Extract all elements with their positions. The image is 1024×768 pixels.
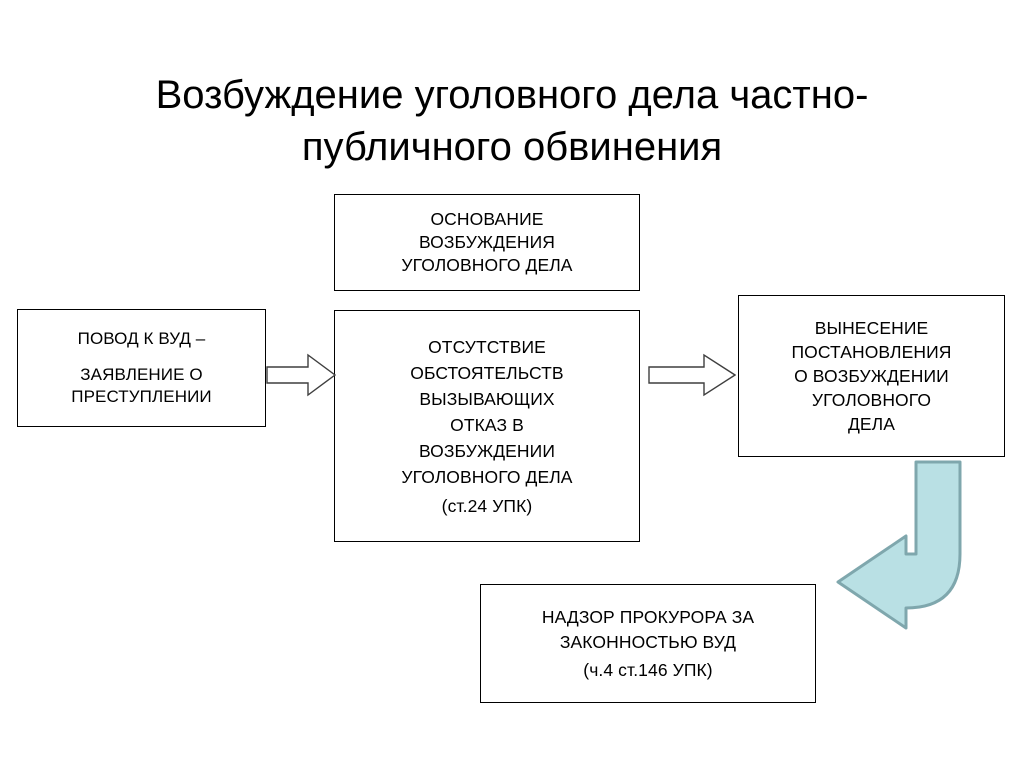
page-title: Возбуждение уголовного дела частно- публ… bbox=[155, 72, 869, 169]
node-decision[interactable]: ВЫНЕСЕНИЕ ПОСТАНОВЛЕНИЯ О ВОЗБУЖДЕНИИ УГ… bbox=[738, 295, 1005, 457]
node-absence[interactable]: ОТСУТСТВИЕ ОБСТОЯТЕЛЬСТВ ВЫЗЫВАЮЩИХ ОТКА… bbox=[334, 310, 640, 542]
node-absence-text-citation: (ст.24 УПК) bbox=[441, 495, 533, 516]
node-reason-text-secondary: ЗАЯВЛЕНИЕ О ПРЕСТУПЛЕНИИ bbox=[71, 365, 212, 406]
right-block-arrow-icon bbox=[648, 353, 736, 397]
right-block-arrow-icon bbox=[266, 353, 336, 397]
curved-down-left-arrow-icon bbox=[836, 460, 962, 630]
node-absence-text-primary: ОТСУТСТВИЕ ОБСТОЯТЕЛЬСТВ ВЫЗЫВАЮЩИХ ОТКА… bbox=[401, 336, 573, 487]
node-basis-text: ОСНОВАНИЕ ВОЗБУЖДЕНИЯ УГОЛОВНОГО ДЕЛА bbox=[401, 209, 573, 275]
node-oversight-text-citation: (ч.4 ст.146 УПК) bbox=[583, 659, 713, 680]
node-reason[interactable]: ПОВОД К ВУД – ЗАЯВЛЕНИЕ О ПРЕСТУПЛЕНИИ bbox=[17, 309, 266, 427]
node-oversight-text-primary: НАДЗОР ПРОКУРОРА ЗА ЗАКОННОСТЬЮ ВУД bbox=[541, 606, 755, 652]
node-oversight[interactable]: НАДЗОР ПРОКУРОРА ЗА ЗАКОННОСТЬЮ ВУД (ч.4… bbox=[480, 584, 816, 703]
node-decision-text: ВЫНЕСЕНИЕ ПОСТАНОВЛЕНИЯ О ВОЗБУЖДЕНИИ УГ… bbox=[791, 318, 952, 434]
node-basis[interactable]: ОСНОВАНИЕ ВОЗБУЖДЕНИЯ УГОЛОВНОГО ДЕЛА bbox=[334, 194, 640, 291]
node-reason-text-primary: ПОВОД К ВУД – bbox=[77, 329, 206, 348]
